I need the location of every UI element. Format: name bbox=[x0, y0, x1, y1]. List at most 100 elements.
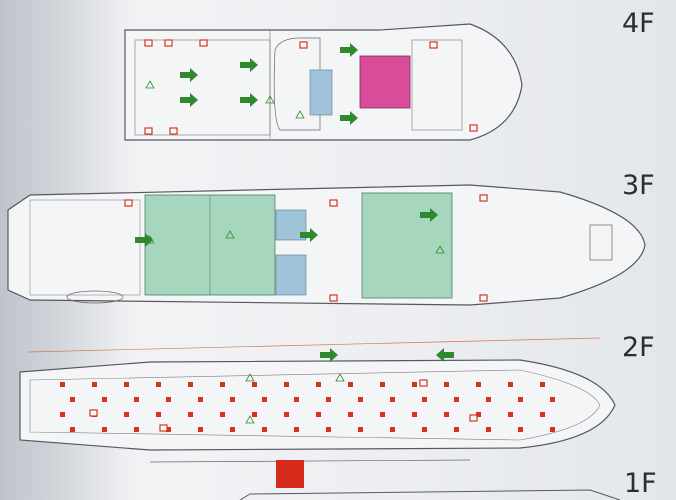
deck-1f-outline bbox=[239, 489, 621, 500]
seat-icon bbox=[444, 412, 449, 417]
deck-3f-lifeboat bbox=[66, 290, 124, 304]
seat-icon bbox=[252, 412, 257, 417]
seat-icon bbox=[230, 397, 235, 402]
seat-icon bbox=[198, 397, 203, 402]
deck-3f-bow-room bbox=[589, 224, 613, 261]
seat-icon bbox=[284, 382, 289, 387]
seat-icon bbox=[540, 382, 545, 387]
fire-extinguisher-icon bbox=[479, 294, 488, 302]
seat-icon bbox=[476, 382, 481, 387]
seat-icon bbox=[486, 397, 491, 402]
exit-arrow-icon bbox=[340, 111, 358, 125]
seat-icon bbox=[124, 382, 129, 387]
deck-3f-outline bbox=[7, 184, 646, 306]
seat-icon bbox=[390, 397, 395, 402]
deck-3f-stern-area bbox=[29, 199, 141, 296]
seat-icon bbox=[262, 427, 267, 432]
seat-icon bbox=[252, 382, 257, 387]
fire-extinguisher-icon bbox=[144, 39, 153, 47]
seat-icon bbox=[476, 412, 481, 417]
seat-icon bbox=[92, 382, 97, 387]
seat-icon bbox=[316, 382, 321, 387]
deck-4f-lobby bbox=[273, 37, 321, 131]
seat-icon bbox=[124, 412, 129, 417]
seat-icon bbox=[390, 427, 395, 432]
seat-icon bbox=[444, 382, 449, 387]
seat-icon bbox=[60, 412, 65, 417]
fire-extinguisher-icon bbox=[329, 294, 338, 302]
seat-icon bbox=[156, 412, 161, 417]
exit-arrow-icon bbox=[240, 93, 258, 107]
seat-icon bbox=[508, 412, 513, 417]
seat-icon bbox=[348, 382, 353, 387]
seat-icon bbox=[220, 382, 225, 387]
deck-1f bbox=[239, 489, 621, 500]
exit-arrow-icon bbox=[436, 348, 454, 362]
exit-arrow-icon bbox=[300, 228, 318, 242]
deck-2f-guide-line bbox=[27, 337, 601, 353]
seat-icon bbox=[550, 397, 555, 402]
seat-icon bbox=[508, 382, 513, 387]
deck-4f-blue-room bbox=[309, 69, 333, 116]
seat-icon bbox=[102, 427, 107, 432]
floor-label-4f: 4F bbox=[622, 8, 655, 39]
seat-icon bbox=[454, 397, 459, 402]
floor-label-3f: 3F bbox=[622, 170, 655, 201]
seat-icon bbox=[198, 427, 203, 432]
exit-arrow-icon bbox=[180, 93, 198, 107]
deck-3f-blue-block-b bbox=[275, 254, 307, 296]
caution-icon bbox=[295, 110, 305, 119]
caution-icon bbox=[245, 373, 255, 382]
fire-extinguisher-icon bbox=[469, 124, 478, 132]
fire-extinguisher-icon bbox=[469, 414, 478, 422]
exit-arrow-icon bbox=[180, 68, 198, 82]
seat-icon bbox=[166, 397, 171, 402]
fire-extinguisher-icon bbox=[419, 379, 428, 387]
fire-extinguisher-icon bbox=[299, 41, 308, 49]
fire-extinguisher-icon bbox=[89, 409, 98, 417]
deck-2f-entrance-marker bbox=[276, 460, 304, 488]
seat-icon bbox=[220, 412, 225, 417]
seat-icon bbox=[412, 412, 417, 417]
seat-icon bbox=[486, 427, 491, 432]
fire-extinguisher-icon bbox=[164, 39, 173, 47]
deck-3f bbox=[7, 184, 646, 306]
seat-icon bbox=[380, 412, 385, 417]
fire-extinguisher-icon bbox=[329, 199, 338, 207]
deck-3f-salon-right bbox=[361, 192, 453, 299]
seat-icon bbox=[262, 397, 267, 402]
seat-icon bbox=[550, 427, 555, 432]
seat-icon bbox=[454, 427, 459, 432]
seat-icon bbox=[230, 427, 235, 432]
exit-arrow-icon bbox=[320, 348, 338, 362]
seat-icon bbox=[134, 427, 139, 432]
deck-2f-inner-outline bbox=[29, 369, 601, 441]
deck-4f bbox=[124, 23, 523, 141]
seat-icon bbox=[316, 412, 321, 417]
fire-extinguisher-icon bbox=[144, 127, 153, 135]
seat-icon bbox=[358, 397, 363, 402]
caution-icon bbox=[335, 373, 345, 382]
seat-icon bbox=[294, 427, 299, 432]
floor-label-1f: 1F bbox=[624, 468, 657, 499]
seat-icon bbox=[70, 397, 75, 402]
floor-label-2f: 2F bbox=[622, 332, 655, 363]
caution-icon bbox=[245, 415, 255, 424]
exit-arrow-icon bbox=[240, 58, 258, 72]
seat-icon bbox=[518, 397, 523, 402]
fire-extinguisher-icon bbox=[169, 127, 178, 135]
seat-icon bbox=[134, 397, 139, 402]
fire-extinguisher-icon bbox=[199, 39, 208, 47]
fire-extinguisher-icon bbox=[159, 424, 168, 432]
fire-extinguisher-icon bbox=[124, 199, 133, 207]
fire-extinguisher-icon bbox=[429, 41, 438, 49]
seat-icon bbox=[422, 397, 427, 402]
seat-icon bbox=[518, 427, 523, 432]
caution-icon bbox=[265, 95, 275, 104]
seat-icon bbox=[294, 397, 299, 402]
fire-extinguisher-icon bbox=[479, 194, 488, 202]
seat-icon bbox=[102, 397, 107, 402]
deck-plan-markers bbox=[60, 39, 555, 432]
